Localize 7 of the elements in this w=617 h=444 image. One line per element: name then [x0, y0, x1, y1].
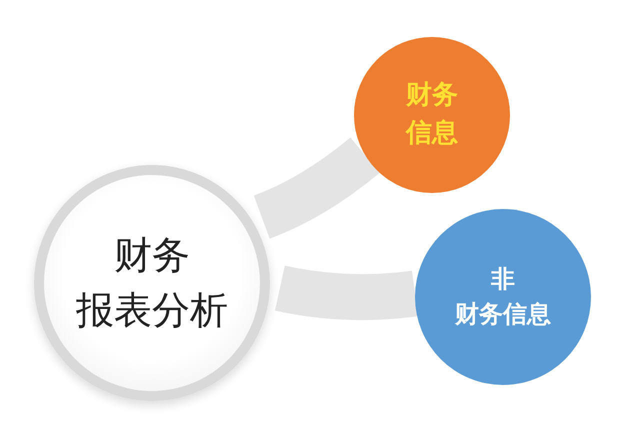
connector-band — [253, 137, 380, 239]
circle-label: 财务信息 — [404, 79, 459, 150]
circle-label: 财务信息 — [455, 299, 551, 330]
connector-band — [275, 266, 418, 320]
circle-label: 财务 — [114, 232, 190, 279]
circle-label: 非 — [491, 264, 515, 296]
circle-label: 报表分析 — [76, 287, 228, 334]
